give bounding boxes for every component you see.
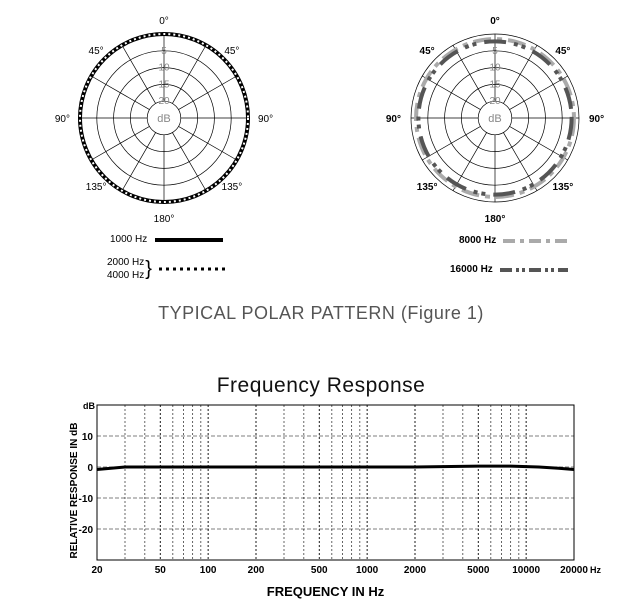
freq-x-tick-label: 500: [311, 565, 328, 576]
freq-x-tick-label: 20000: [560, 565, 588, 576]
polar-radial-line: [509, 126, 568, 161]
polar-angle-label: 135°: [86, 182, 107, 193]
legend-8000hz-label: 8000 Hz: [459, 235, 497, 246]
polar-ring-label: 5: [492, 46, 498, 57]
legend-4000hz-label: 4000 Hz: [107, 270, 145, 281]
polar-plots: 5 10 15 20 dB 0° 45° 90° 135° 180° 135° 90° 45° 5 10 15…: [55, 16, 604, 225]
polar-ring-label: 5: [161, 46, 167, 57]
polar-center-label: dB: [488, 113, 501, 125]
freq-plot-frame: [96, 404, 575, 561]
freq-x-unit: Hz: [590, 565, 601, 575]
legend-16000hz: 16000 Hz: [450, 264, 578, 275]
freq-y-tick-label: 0: [87, 463, 93, 474]
polar-angle-label: 0°: [159, 16, 169, 27]
freq-response-line: [96, 464, 575, 471]
freq-x-tick-label: 100: [200, 565, 217, 576]
legend-8000hz: 8000 Hz: [459, 235, 581, 246]
polar-ring-label: 20: [158, 96, 170, 107]
polar-series-1: [414, 37, 576, 199]
polar-radial-line: [422, 75, 481, 110]
legend-1000hz-swatch: [155, 237, 224, 242]
legend-16000hz-swatch: [499, 267, 568, 272]
legend-8000hz-swatch: [503, 238, 572, 243]
polar-angle-label: 90°: [589, 114, 604, 125]
polar-radial-line: [91, 75, 150, 110]
freq-x-tick-label: 1000: [356, 565, 379, 576]
polar-radial-line: [178, 75, 237, 110]
freq-y-tick-label: -20: [79, 525, 94, 536]
polar-radial-line: [172, 132, 207, 191]
polar-center-label: dB: [157, 113, 170, 125]
polar-ring-label: 15: [158, 79, 170, 90]
legend-2000-4000hz: 2000 Hz 4000 Hz }: [107, 256, 237, 282]
polar-angle-label: 180°: [485, 214, 506, 225]
freq-x-tick-label: 20: [91, 565, 103, 576]
polar-angle-label: 90°: [258, 114, 273, 125]
polar-series-2: [79, 33, 249, 203]
polar-ring-label: 20: [489, 96, 501, 107]
polar-angle-label: 45°: [89, 46, 104, 57]
polar-angle-label: 135°: [222, 182, 243, 193]
polar-radial-line: [509, 75, 568, 110]
polar-angle-label: 90°: [55, 114, 70, 125]
freq-y-tick-label: -10: [79, 494, 94, 505]
polar-radial-line: [91, 126, 150, 161]
legend-1000hz-label: 1000 Hz: [110, 234, 148, 245]
polar-radial-line: [178, 126, 237, 161]
freq-x-tick-label: 50: [155, 565, 167, 576]
freq-y-axis-label: RELATIVE RESPONSE IN dB: [69, 423, 80, 559]
polar-plot-1: 5 10 15 20 dB 0° 45° 90° 135° 180° 135° 90° 45°: [55, 16, 273, 225]
polar-angle-label: 45°: [420, 46, 435, 57]
freq-y-unit: dB: [83, 401, 95, 411]
polar-radial-line: [503, 45, 538, 104]
freq-x-axis-label: FREQUENCY IN Hz: [267, 584, 385, 599]
frequency-response-title: Frequency Response: [216, 374, 426, 397]
freq-x-tick-label: 5000: [467, 565, 490, 576]
freq-x-tick-label: 200: [248, 565, 265, 576]
polar-radial-line: [452, 132, 487, 191]
legend-16000hz-label: 16000 Hz: [450, 264, 493, 275]
polar-radial-line: [172, 45, 207, 104]
polar-series-2: [416, 39, 574, 197]
legend-2000hz-label: 2000 Hz: [107, 257, 145, 268]
freq-y-tick-label: 10: [82, 432, 94, 443]
polar-angle-label: 0°: [490, 16, 500, 27]
polar-plot-2: 5 10 15 20 dB 0° 45° 90° 135° 180° 135° 90° 45°: [386, 16, 604, 225]
polar-radial-line: [121, 132, 156, 191]
polar-radial-line: [452, 45, 487, 104]
polar-ring-label: 15: [489, 79, 501, 90]
polar-angle-label: 45°: [224, 46, 239, 57]
figure-caption: TYPICAL POLAR PATTERN (Figure 1): [158, 303, 484, 323]
polar-angle-label: 45°: [555, 46, 570, 57]
polar-radial-line: [422, 126, 481, 161]
polar-angle-label: 180°: [154, 214, 175, 225]
polar-radial-line: [121, 45, 156, 104]
freq-x-tick-label: 10000: [512, 565, 540, 576]
polar-angle-label: 135°: [417, 182, 438, 193]
polar-angle-label: 90°: [386, 114, 401, 125]
polar-angle-label: 135°: [553, 182, 574, 193]
legend-1000hz: 1000 Hz: [110, 234, 233, 245]
polar-ring-label: 10: [489, 63, 501, 74]
polar-radial-line: [503, 132, 538, 191]
legend-2000-4000hz-swatch: [158, 267, 227, 271]
freq-x-tick-label: 2000: [404, 565, 427, 576]
polar-ring-label: 10: [158, 63, 170, 74]
